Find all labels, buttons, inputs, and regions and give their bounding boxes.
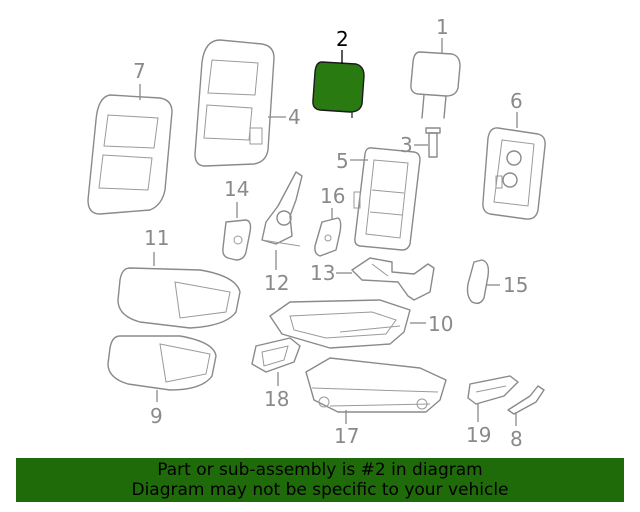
part-18-cover — [251, 337, 301, 373]
callout-16: 16 — [320, 184, 345, 208]
callout-7: 7 — [133, 59, 146, 83]
part-9-cushion-pad — [107, 335, 217, 391]
part-19-bracket — [467, 375, 519, 405]
part-10-seat-frame — [269, 299, 411, 349]
part-14-bracket — [222, 219, 252, 261]
callout-12: 12 — [264, 271, 289, 295]
callout-8: 8 — [510, 427, 523, 451]
callout-13: 13 — [310, 261, 335, 285]
callout-5: 5 — [336, 149, 349, 173]
banner-line-2: Diagram may not be specific to your vehi… — [131, 480, 509, 500]
callout-1: 1 — [436, 15, 449, 39]
callout-9: 9 — [150, 404, 163, 428]
part-4-seatback-pad — [194, 39, 275, 167]
callout-14: 14 — [224, 177, 249, 201]
part-13-bracket — [351, 257, 435, 301]
callout-17: 17 — [334, 424, 359, 448]
callout-19: 19 — [466, 423, 491, 447]
callout-2: 2 — [336, 27, 349, 51]
parts-diagram: 7 4 2 1 3 6 — [87, 15, 546, 451]
part-2-headrest — [312, 61, 365, 118]
part-6-panel — [482, 127, 546, 220]
part-12-recliner — [261, 171, 303, 247]
part-7-seatback-cover — [87, 94, 173, 215]
part-15-pad — [466, 259, 490, 305]
callout-10: 10 — [428, 312, 453, 336]
callout-11: 11 — [144, 226, 169, 250]
part-3-headrest-guide — [425, 127, 441, 158]
part-11-cushion-cover — [117, 267, 241, 329]
part-1-headrest — [410, 51, 461, 119]
part-5-seatback-frame — [353, 147, 421, 251]
part-17-seat-track — [305, 357, 447, 413]
part-8-lever — [507, 385, 545, 415]
part-16-cover — [314, 217, 342, 257]
banner-line-1: Part or sub-assembly is #2 in diagram — [157, 460, 483, 480]
callout-4: 4 — [288, 105, 301, 129]
info-banner: Part or sub-assembly is #2 in diagram Di… — [16, 458, 624, 502]
callout-15: 15 — [503, 273, 528, 297]
callout-3: 3 — [400, 133, 413, 157]
callout-6: 6 — [510, 89, 523, 113]
callout-18: 18 — [264, 387, 289, 411]
